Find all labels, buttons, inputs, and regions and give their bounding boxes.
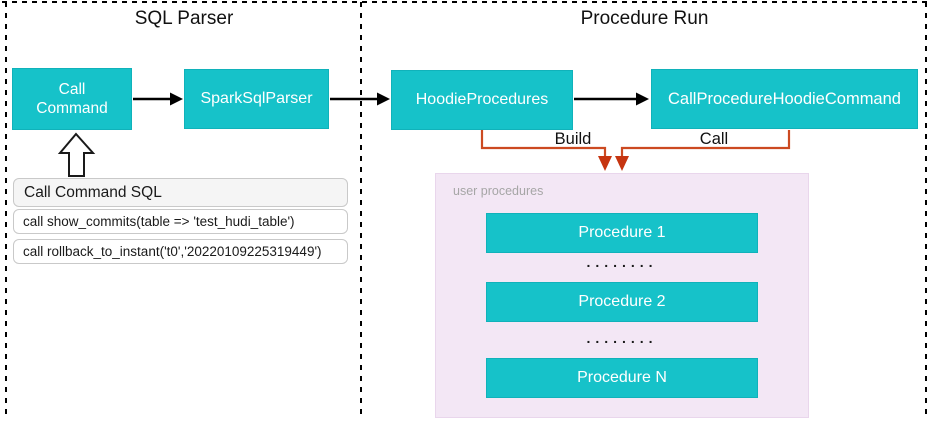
user-procedures-container: user procedures Procedure 1 ........ Pro… [435,173,809,418]
call-command-sql-table: Call Command SQL call show_commits(table… [13,178,348,264]
build-arrowhead-icon [598,156,612,171]
panel-title-sql-parser: SQL Parser [134,8,234,29]
build-connector [480,130,607,157]
sql-table-row: call show_commits(table => 'test_hudi_ta… [13,209,348,234]
node-spark-sql-parser: SparkSqlParser [184,69,329,129]
node-call-procedure-hoodie-command: CallProcedureHoodieCommand [651,69,918,129]
procedure-bar-1: Procedure 1 [486,213,758,253]
up-hollow-arrow [57,132,96,177]
arrow-callcommand-to-sparkparser [133,92,183,106]
procedure-bar-n: Procedure N [486,358,758,398]
arrow-hoodieprocedures-to-callprocedure [574,92,649,106]
arrow-sparkparser-to-hoodieprocedures [330,92,390,106]
procedures-ellipsis: ........ [586,254,658,270]
procedure-bar-2: Procedure 2 [486,282,758,322]
panel-title-procedure-run: Procedure Run [580,8,709,29]
call-edge-label: Call [699,130,729,148]
node-call-command: Call Command [12,68,132,130]
sql-table-row: call rollback_to_instant('t0','202201092… [13,239,348,264]
node-hoodie-procedures: HoodieProcedures [391,70,573,130]
call-arrowhead-icon [615,156,629,171]
user-procedures-label: user procedures [453,184,544,198]
sql-table-header: Call Command SQL [13,178,348,207]
procedures-ellipsis: ........ [586,330,658,346]
call-connector [620,130,791,157]
build-edge-label: Build [554,130,592,148]
